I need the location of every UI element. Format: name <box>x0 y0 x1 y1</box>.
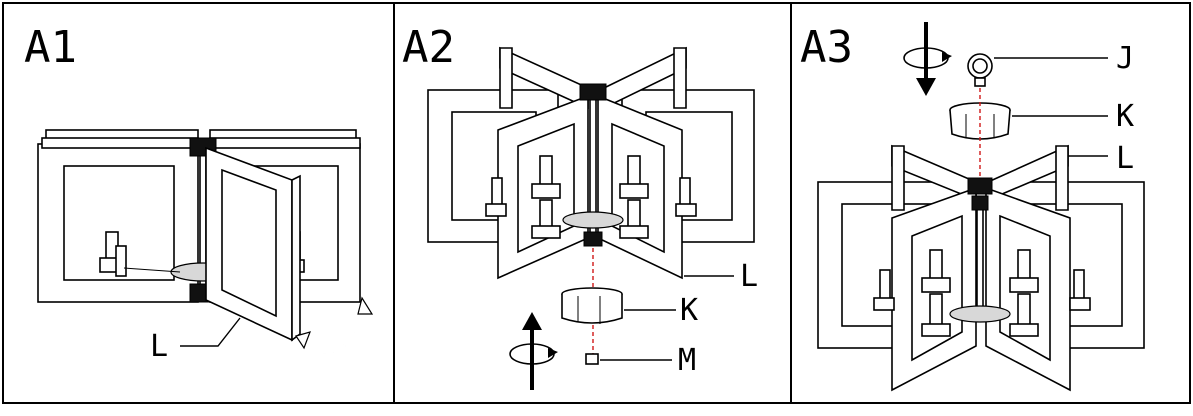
rotate-arrow-icon <box>509 343 558 365</box>
candle-cups-a2 <box>485 155 697 239</box>
loop-ring-j <box>967 53 993 87</box>
candle-cups-a3 <box>873 249 1091 337</box>
canopy-cup-k-a2 <box>561 287 623 324</box>
part-label-a2-m: M <box>678 343 696 378</box>
rotate-arrow-icon-a3 <box>903 47 952 69</box>
part-label-a2-l: L <box>740 259 758 294</box>
part-label-a1-l: L <box>150 329 168 364</box>
swinging-frame-a1 <box>205 146 301 342</box>
part-label-a3-j: J <box>1116 41 1134 76</box>
down-arrow-icon <box>916 22 936 96</box>
part-label-a2-k: K <box>680 293 698 328</box>
diagram-border <box>2 2 1191 404</box>
swing-arrow-icon <box>295 296 374 354</box>
panel-a2-id: A2 <box>402 22 455 73</box>
panel-a3-id: A3 <box>800 22 853 73</box>
panel-a1: A1 <box>24 22 374 364</box>
part-label-a3-l: L <box>1116 141 1134 176</box>
panel-a1-id: A1 <box>24 22 77 73</box>
panel-a2: A2 <box>402 22 758 390</box>
panel-a3: A3 <box>800 22 1145 392</box>
part-label-a3-k: K <box>1116 99 1134 134</box>
up-arrow-icon <box>522 312 542 390</box>
frame-upper-diagonals-a3 <box>891 144 1069 211</box>
